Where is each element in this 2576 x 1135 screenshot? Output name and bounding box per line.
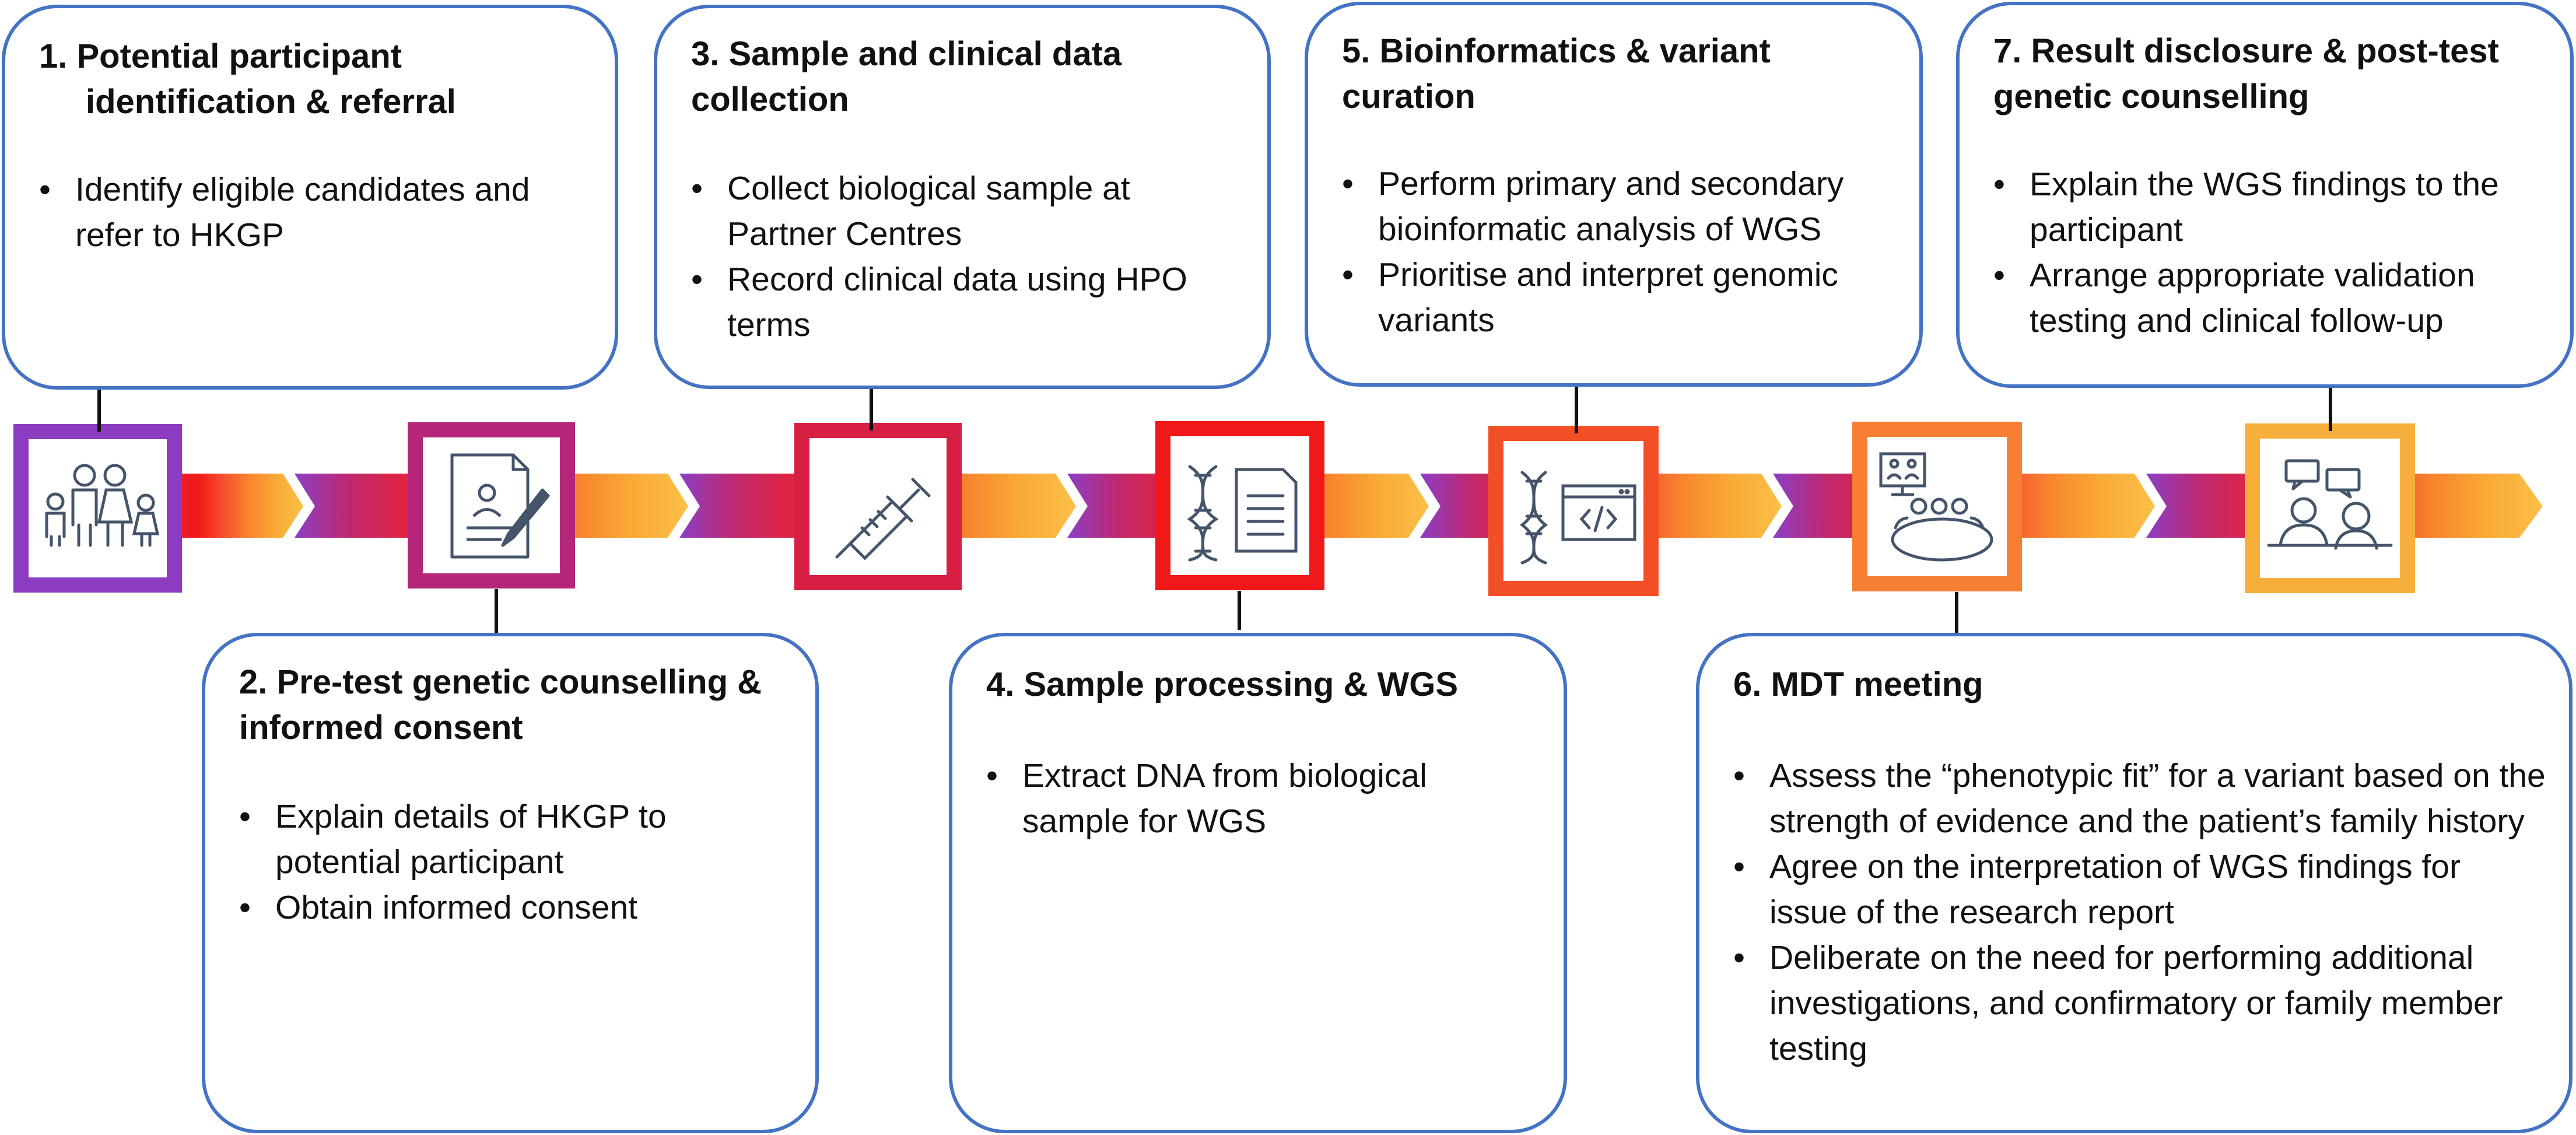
connector-5 (1575, 383, 1578, 433)
dna-document-icon (1155, 421, 1324, 590)
connector-3 (870, 389, 873, 430)
step-2-bullets: Explain details of HKGP to potential par… (239, 794, 792, 930)
step-6-title: 6. MDT meeting (1733, 665, 1983, 703)
connector-4 (1238, 591, 1241, 630)
step-5-bullets: Perform primary and secondary bioinforma… (1342, 161, 1896, 343)
connector-2 (495, 589, 498, 633)
step-1-box: 1. Potential participant identification … (2, 5, 618, 390)
step-6-bullets: Assess the “phenotypic fit” for a varian… (1733, 753, 2546, 1071)
bullet-item: Prioritise and interpret genomic variant… (1342, 252, 1896, 343)
step-5-box: 5. Bioinformatics & variant curation Per… (1305, 2, 1923, 387)
connector-1 (97, 390, 101, 432)
step-6-box: 6. MDT meeting Assess the “phenotypic fi… (1696, 633, 2573, 1133)
step-4-box: 4. Sample processing & WGS Extract DNA f… (949, 633, 1567, 1133)
connector-6 (1955, 592, 1958, 633)
bullet-item: Extract DNA from biological sample for W… (986, 753, 1540, 844)
step-3-title: 3. Sample and clinical data collection (691, 35, 1122, 118)
bullet-item: Agree on the interpretation of WGS findi… (1733, 844, 2546, 935)
step-3-bullets: Collect biological sample at Partner Cen… (691, 166, 1244, 348)
step-3-box: 3. Sample and clinical data collection C… (654, 5, 1271, 389)
step-7-title: 7. Result disclosure & post-test genetic… (1993, 32, 2499, 115)
bullet-item: Explain the WGS findings to the particip… (1993, 162, 2547, 253)
signing-document-icon (408, 422, 575, 588)
step-1-bullets: Identify eligible candidates and refer t… (39, 167, 591, 258)
bullet-item: Identify eligible candidates and refer t… (39, 167, 591, 258)
bullet-item: Assess the “phenotypic fit” for a varian… (1733, 753, 2546, 844)
connector-7 (2329, 388, 2332, 431)
bullet-item: Explain details of HKGP to potential par… (239, 794, 792, 885)
step-7-bullets: Explain the WGS findings to the particip… (1993, 162, 2547, 344)
bullet-item: Deliberate on the need for performing ad… (1733, 935, 2546, 1071)
meeting-icon (1852, 422, 2022, 591)
step-7-box: 7. Result disclosure & post-test genetic… (1956, 2, 2574, 388)
dna-code-icon (1488, 426, 1659, 596)
syringe-icon (794, 423, 962, 590)
bullet-item: Collect biological sample at Partner Cen… (691, 166, 1244, 257)
step-5-title: 5. Bioinformatics & variant curation (1342, 32, 1771, 115)
family-icon (13, 424, 182, 593)
step-4-bullets: Extract DNA from biological sample for W… (986, 753, 1540, 844)
bullet-item: Perform primary and secondary bioinforma… (1342, 161, 1896, 252)
bullet-item: Arrange appropriate validation testing a… (1993, 253, 2547, 344)
step-2-box: 2. Pre-test genetic counselling & inform… (202, 633, 819, 1133)
bullet-item: Record clinical data using HPO terms (691, 257, 1244, 348)
step-4-title: 4. Sample processing & WGS (986, 665, 1458, 703)
bullet-item: Obtain informed consent (239, 885, 792, 930)
conversation-icon (2245, 423, 2415, 593)
step-1-title: 1. Potential participant identification … (39, 37, 456, 121)
step-2-title: 2. Pre-test genetic counselling & inform… (239, 663, 762, 747)
